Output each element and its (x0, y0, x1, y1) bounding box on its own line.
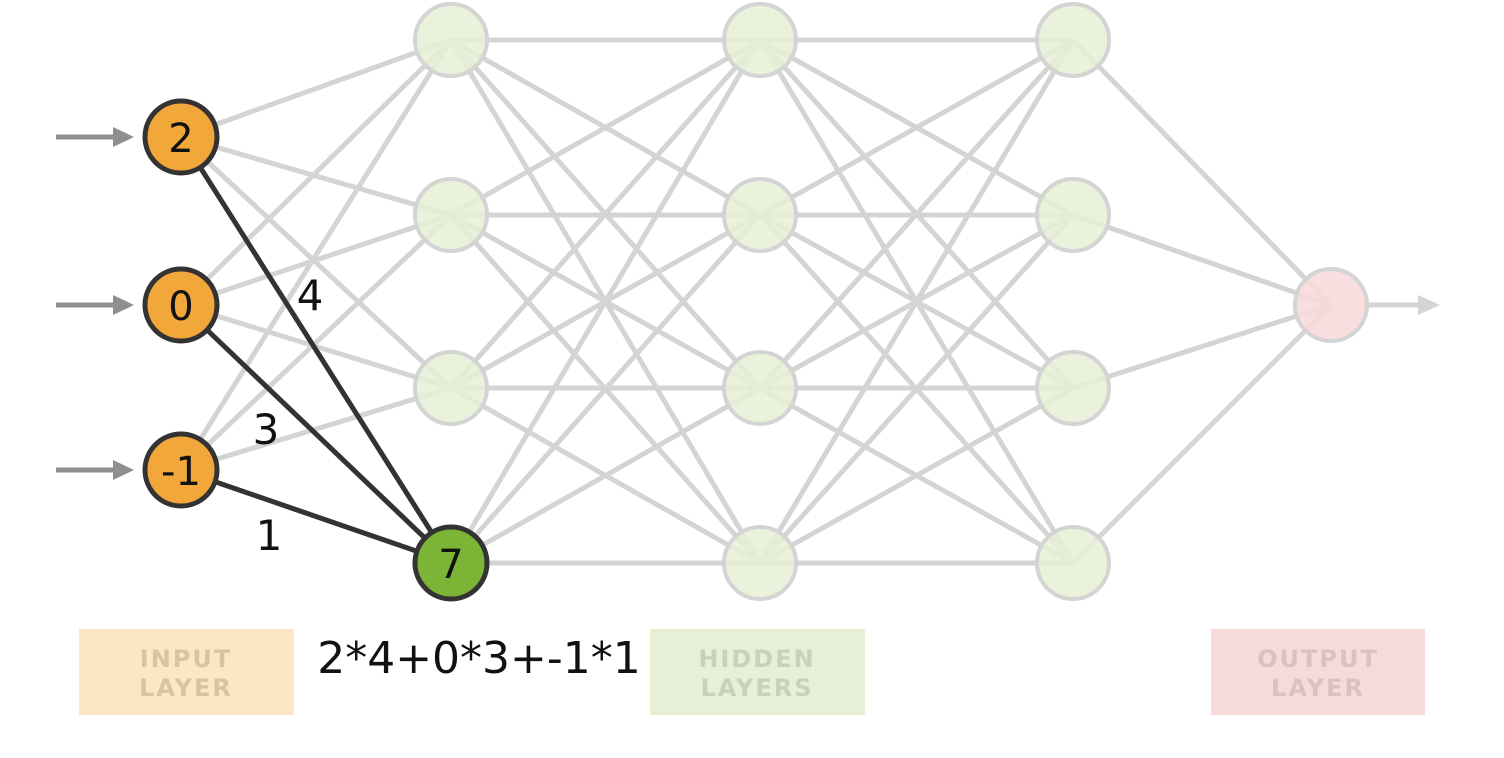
highlight-edge-0 (178, 135, 454, 565)
edge-hidden3-0-output (1071, 38, 1333, 307)
hidden-node-l2-3 (722, 350, 798, 426)
input-node-value-3: -1 (161, 449, 201, 495)
input-arrow-head-0 (113, 127, 134, 147)
highlight-edge-1 (179, 303, 453, 565)
edge-hidden2-3-hidden3-2 (758, 385, 1075, 566)
hidden-node-l2-1 (722, 2, 798, 78)
legend-input-line-2: LAYER (139, 674, 233, 702)
edge-hidden1-3-hidden2-1 (449, 213, 762, 565)
highlight-edge-2 (180, 467, 452, 566)
hidden-node-l2-4 (722, 525, 798, 601)
edge-hidden1-3-hidden2-0 (448, 38, 763, 565)
weight-label-3: 3 (253, 405, 280, 454)
legend-hidden-line-2: LAYERS (700, 674, 813, 702)
hidden-node-l1-1 (413, 2, 489, 78)
hidden-node-l3-1 (1035, 2, 1111, 78)
edge-hidden2-2-hidden3-0 (758, 38, 1075, 390)
input-arrows (56, 127, 134, 480)
legend-output-line-2: LAYER (1271, 674, 1365, 702)
legend-output-line-1: OUTPUT (1257, 645, 1379, 673)
hidden-node-l3-3 (1035, 350, 1111, 426)
input-node-2 (142, 266, 220, 344)
edge-input-2-hidden1-0 (178, 38, 454, 472)
legend-input-line-1: INPUT (140, 645, 232, 673)
edge-hidden2-3-hidden3-0 (757, 38, 1076, 565)
edge-hidden3-3-output (1071, 303, 1333, 565)
edge-input-2-hidden1-1 (179, 213, 453, 472)
edge-input-1-hidden1-1 (180, 212, 452, 308)
legend-input-box (79, 629, 294, 715)
legend-input-layer: INPUT LAYER (79, 629, 294, 715)
input-arrow-head-1 (113, 295, 134, 315)
edge-hidden2-1-hidden3-0 (758, 37, 1075, 218)
hidden-node-l1-2 (413, 177, 489, 253)
legend-output-box (1211, 629, 1425, 715)
output-arrow-head (1418, 295, 1440, 315)
result-node-value: 7 (438, 542, 463, 588)
edge-hidden3-1-output (1072, 212, 1332, 308)
highlight-edges (178, 135, 454, 566)
result-node (412, 524, 490, 602)
edge-hidden2-3-hidden3-1 (758, 213, 1075, 565)
input-node-1 (142, 98, 220, 176)
hidden-node-l3-2 (1035, 177, 1111, 253)
edge-hidden3-2-output (1072, 302, 1332, 391)
hidden-nodes (413, 2, 1369, 601)
active-nodes: 2 0 -1 7 (142, 98, 490, 602)
legend-hidden-layers: HIDDEN LAYERS (650, 629, 865, 715)
legend-hidden-box (650, 629, 865, 715)
hidden-node-l2-2 (722, 177, 798, 253)
edge-input-2-hidden1-2 (180, 385, 452, 473)
edge-input-0-hidden1-0 (180, 37, 452, 140)
edge-input-1-hidden1-0 (179, 38, 453, 307)
hidden-node-l1-3 (413, 350, 489, 426)
weight-label-4: 4 (297, 271, 324, 320)
weight-label-1: 1 (256, 511, 283, 560)
output-node (1293, 267, 1369, 343)
input-node-value-2: 0 (168, 284, 193, 330)
input-node-3 (142, 431, 220, 509)
input-node-value-1: 2 (168, 116, 193, 162)
input-arrow-head-2 (113, 460, 134, 480)
legend-hidden-line-1: HIDDEN (698, 645, 815, 673)
edge-hidden1-3-hidden2-2 (449, 385, 762, 566)
edge-hidden1-2-hidden2-0 (449, 38, 762, 390)
weighted-sum-formula: 2*4+0*3+-1*1 (317, 633, 641, 684)
legend-output-layer: OUTPUT LAYER (1211, 629, 1425, 715)
edge-hidden1-1-hidden2-0 (449, 37, 762, 218)
hidden-node-l3-4 (1035, 525, 1111, 601)
